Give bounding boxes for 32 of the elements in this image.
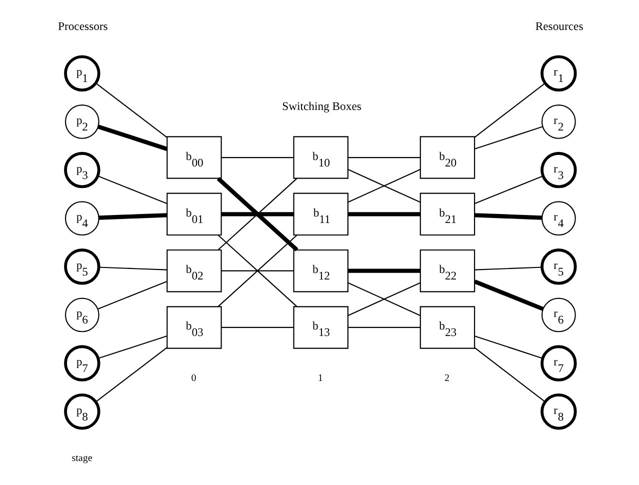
label: Switching Boxes xyxy=(282,100,361,113)
connector xyxy=(97,175,167,204)
label: Resources xyxy=(534,20,583,33)
connector xyxy=(474,336,542,359)
connector xyxy=(96,124,168,151)
label: 2 xyxy=(444,372,450,384)
connector xyxy=(98,266,167,270)
connector xyxy=(474,176,543,204)
connector xyxy=(348,326,420,328)
connector xyxy=(474,280,544,311)
connector xyxy=(474,347,545,402)
connector xyxy=(474,126,542,150)
label: 1 xyxy=(317,372,322,384)
connector xyxy=(348,268,420,273)
connector xyxy=(221,326,294,328)
connector xyxy=(95,347,167,402)
connector xyxy=(95,82,167,138)
connector xyxy=(217,234,297,307)
connector xyxy=(97,280,167,310)
connector xyxy=(474,82,545,138)
connector xyxy=(97,336,167,359)
connector xyxy=(98,213,167,220)
connector xyxy=(221,156,294,158)
label: Processors xyxy=(57,20,108,33)
connector xyxy=(474,266,542,270)
connector xyxy=(474,213,542,220)
label: stage xyxy=(71,452,92,464)
connector xyxy=(348,212,420,216)
label: 0 xyxy=(190,372,196,384)
connector xyxy=(348,156,420,158)
connector xyxy=(221,270,294,272)
connector xyxy=(221,212,294,216)
